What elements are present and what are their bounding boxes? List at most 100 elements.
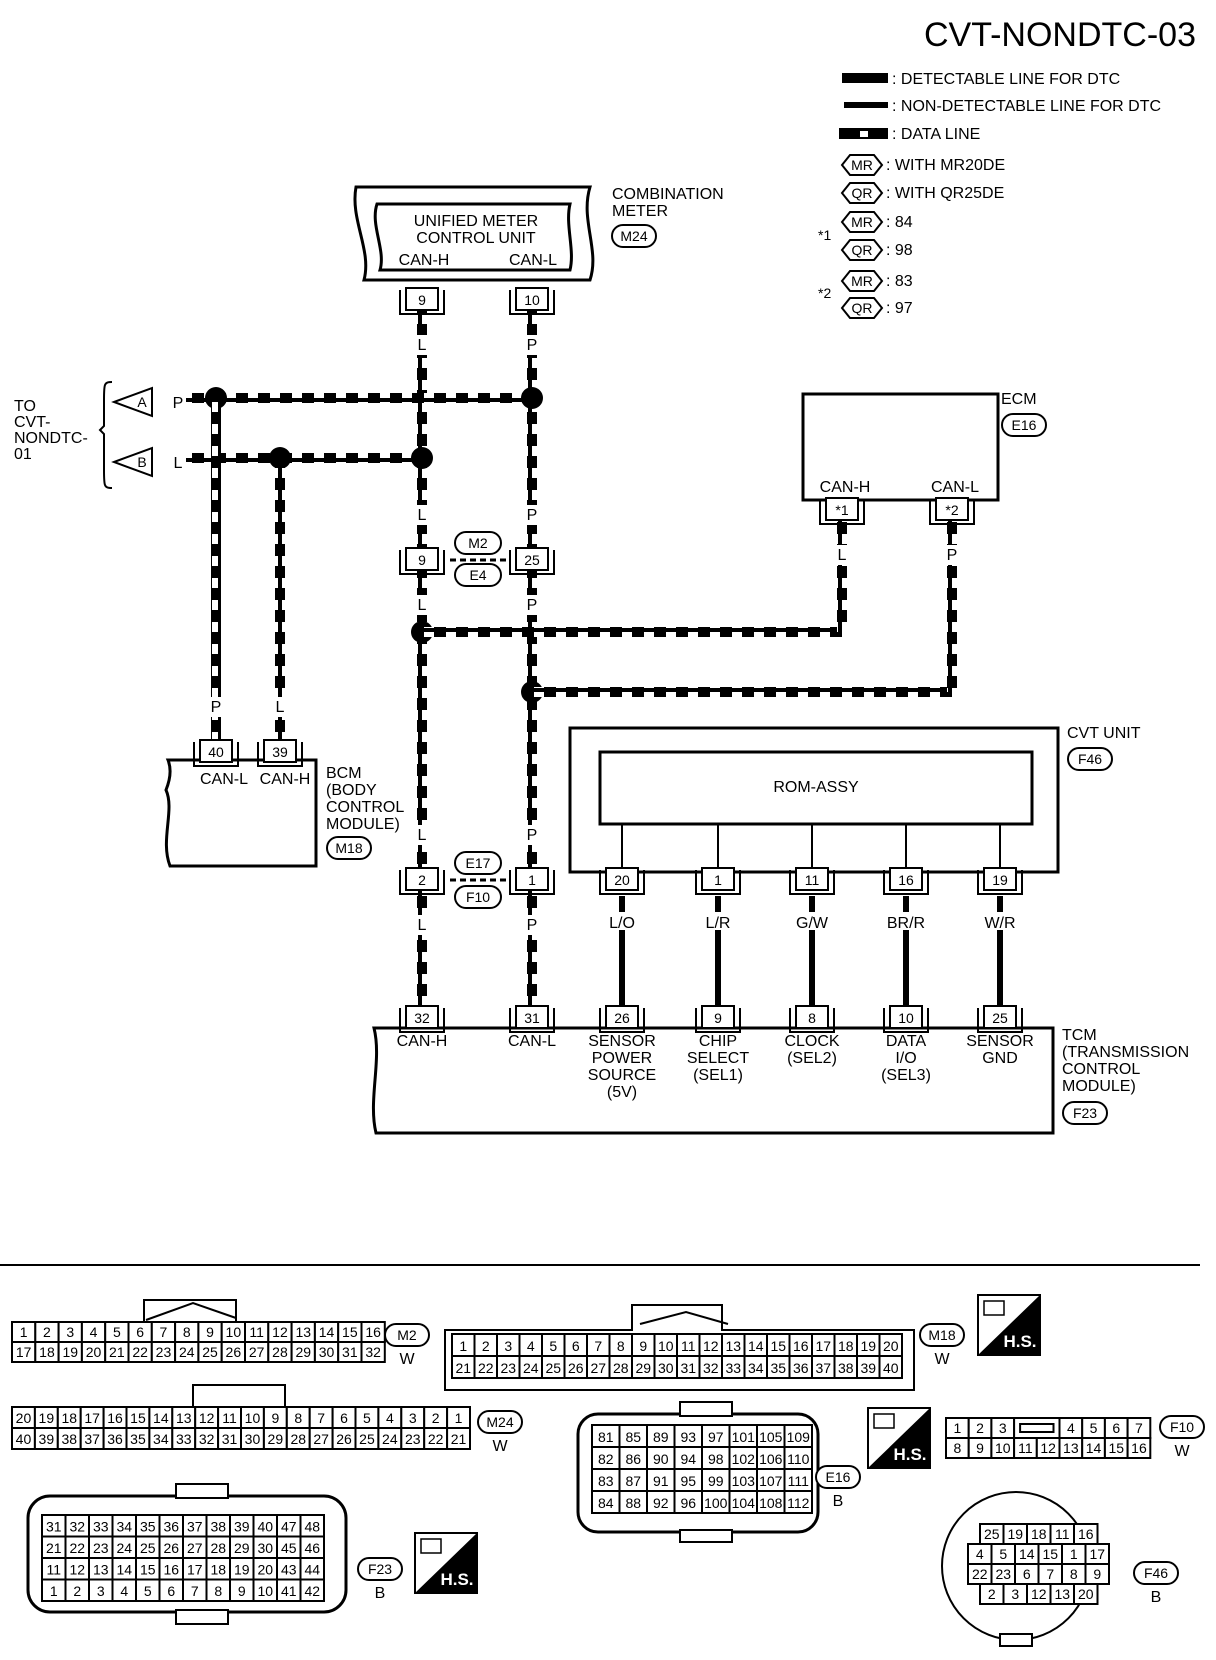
cavity-number: 3 bbox=[409, 1410, 417, 1426]
connector-cavity bbox=[1126, 1437, 1152, 1459]
connector-color: B bbox=[375, 1585, 386, 1602]
cavity-number: 5 bbox=[113, 1324, 121, 1340]
cavity-number: 45 bbox=[281, 1540, 297, 1556]
mr-tag-icon: MR bbox=[840, 270, 884, 292]
tcm-pin-label: I/O bbox=[895, 1050, 916, 1067]
cavity-number: 98 bbox=[708, 1451, 724, 1467]
cavity-number: 17 bbox=[1089, 1546, 1105, 1562]
cavity-number: 15 bbox=[140, 1562, 156, 1578]
cavity-number: 7 bbox=[191, 1583, 199, 1599]
label-bg bbox=[944, 545, 960, 565]
connector-lock bbox=[175, 1483, 229, 1499]
connector-color: W bbox=[1174, 1443, 1190, 1460]
terminal-box bbox=[405, 287, 439, 311]
lock-mark bbox=[145, 1301, 237, 1321]
diagram-title: CVT-NONDTC-03 bbox=[924, 16, 1196, 54]
connector-tag bbox=[1133, 1561, 1179, 1585]
cavity-number: 12 bbox=[1040, 1440, 1056, 1456]
cavity-number: 18 bbox=[210, 1562, 226, 1578]
cavity-number: 48 bbox=[304, 1519, 320, 1535]
pin-number: 11 bbox=[805, 872, 820, 888]
wire-color-label: P bbox=[527, 597, 538, 614]
cavity-number: 26 bbox=[336, 1431, 352, 1447]
terminal-box bbox=[983, 1005, 1017, 1029]
data-wire bbox=[527, 875, 537, 1008]
wire-color-label: L bbox=[418, 597, 427, 614]
cavity-number: 97 bbox=[708, 1429, 724, 1445]
wire-color-label: P bbox=[211, 699, 222, 716]
cavity-number: 5 bbox=[999, 1546, 1007, 1562]
cavity-number: 27 bbox=[187, 1540, 203, 1556]
cavity-number: 11 bbox=[1018, 1440, 1033, 1456]
cavity-number: 31 bbox=[342, 1344, 358, 1360]
cavity-number: 110 bbox=[787, 1451, 810, 1467]
wire-color-label: L bbox=[418, 827, 427, 844]
cavity-number: 5 bbox=[1090, 1420, 1098, 1436]
cavity-number: 16 bbox=[365, 1324, 381, 1340]
cavity-number: 14 bbox=[319, 1324, 335, 1340]
hs-triangle bbox=[978, 1295, 1040, 1355]
cavity-number: 14 bbox=[1019, 1546, 1035, 1562]
data-line-b bbox=[186, 453, 422, 463]
wire-color-label: L bbox=[418, 337, 427, 354]
note2-mark: *2 bbox=[818, 285, 831, 301]
cavity-number: 40 bbox=[883, 1360, 899, 1376]
cavity-number: 25 bbox=[202, 1344, 218, 1360]
tcm-pin-label: (SEL1) bbox=[693, 1067, 743, 1084]
meter-inner-line2: CONTROL UNIT bbox=[416, 230, 536, 247]
legend-non-detectable: : NON-DETECTABLE LINE FOR DTC bbox=[892, 98, 1161, 115]
cavity-number: 101 bbox=[732, 1429, 756, 1445]
label-bg bbox=[524, 335, 540, 355]
cavity-number: 17 bbox=[16, 1344, 32, 1360]
cavity-number: 31 bbox=[46, 1519, 62, 1535]
connector-tag bbox=[1159, 1415, 1205, 1439]
hs-connector-glyph bbox=[983, 1300, 1005, 1316]
cavity-number: 34 bbox=[116, 1519, 132, 1535]
cavity-number: 95 bbox=[680, 1473, 696, 1489]
tcm-name-line1: TCM bbox=[1062, 1027, 1097, 1044]
connector-tag bbox=[815, 1465, 861, 1489]
cvt-tcm-wire bbox=[715, 896, 721, 1008]
cavity-number: 106 bbox=[759, 1451, 783, 1467]
terminal-bracket bbox=[509, 1008, 555, 1033]
cavity-number: 6 bbox=[167, 1583, 175, 1599]
bcm-name-line3: CONTROL bbox=[326, 799, 404, 816]
f46-tag-text: F46 bbox=[1078, 751, 1102, 767]
connector-key bbox=[679, 1529, 733, 1543]
detectable-line-sample bbox=[842, 73, 888, 83]
tcm-pin-label: SENSOR bbox=[966, 1033, 1034, 1050]
cavity-number: 6 bbox=[572, 1338, 580, 1354]
cavity-number: 2 bbox=[73, 1583, 81, 1599]
tcm-pin-label: POWER bbox=[592, 1050, 652, 1067]
cavity-number: 27 bbox=[590, 1360, 606, 1376]
cavity-number: 18 bbox=[1031, 1526, 1047, 1542]
terminal-box bbox=[199, 739, 233, 763]
link-a-arrow bbox=[111, 386, 153, 418]
cavity-number: 1 bbox=[50, 1583, 58, 1599]
splice-point bbox=[411, 447, 433, 469]
e17-tag-text: E17 bbox=[466, 855, 491, 871]
data-wire bbox=[417, 565, 427, 875]
legend-qr: : WITH QR25DE bbox=[886, 185, 1004, 202]
tcm-pin-label: SELECT bbox=[687, 1050, 749, 1067]
tcm-pin-label: CHIP bbox=[699, 1033, 737, 1050]
cavity-number: 39 bbox=[234, 1519, 250, 1535]
cvt-wire-color: L/O bbox=[609, 915, 635, 932]
tcm-pin: 31 bbox=[509, 1005, 555, 1033]
label-bg bbox=[790, 912, 834, 930]
ecm-name: ECM bbox=[1001, 391, 1037, 408]
bcm-name-line4: MODULE) bbox=[326, 816, 400, 833]
cavity-number: 34 bbox=[748, 1360, 764, 1376]
cavity-number: 7 bbox=[317, 1410, 325, 1426]
terminal-bracket bbox=[695, 1008, 741, 1033]
connector-cavity bbox=[1073, 1583, 1099, 1605]
wire-color-label: L bbox=[838, 547, 847, 564]
terminal-box bbox=[795, 867, 829, 891]
to-link-line4: 01 bbox=[14, 446, 32, 463]
tcm-pin-label: CLOCK bbox=[784, 1033, 839, 1050]
connector-cavity bbox=[446, 1427, 472, 1450]
rom-assy-box bbox=[598, 750, 1034, 826]
cavity-number: 17 bbox=[187, 1562, 203, 1578]
cavity-number: 30 bbox=[257, 1540, 273, 1556]
